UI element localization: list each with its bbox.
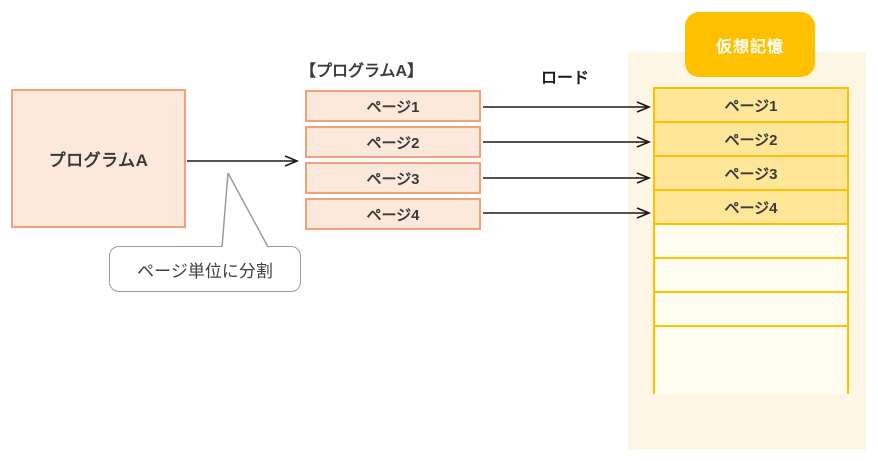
memory-cell-empty — [653, 291, 849, 327]
virtual-memory-header: 仮想記憶 — [685, 12, 815, 77]
memory-cell-empty-open — [653, 359, 849, 394]
page-box-label: ページ3 — [366, 170, 420, 188]
page-box-label: ページ4 — [366, 206, 420, 224]
virtual-memory-title: 仮想記憶 — [715, 38, 784, 56]
memory-cell-page2: ページ2 — [653, 121, 849, 157]
program-pages-title: 【プログラムA】 — [300, 63, 424, 80]
page-box-4: ページ4 — [305, 198, 481, 230]
page-box-label: ページ1 — [366, 98, 420, 116]
memory-cell-page4: ページ4 — [653, 189, 849, 225]
split-callout-bubble: ページ単位に分割 — [109, 246, 301, 292]
program-a-label: プログラムA — [48, 151, 149, 170]
memory-cell-empty — [653, 325, 849, 361]
load-label: ロード — [540, 70, 589, 87]
memory-cell-label: ページ3 — [724, 165, 778, 183]
callout-tail-right-edge — [227, 172, 269, 248]
memory-cell-label: ページ2 — [724, 131, 778, 149]
memory-cell-label: ページ4 — [724, 199, 778, 217]
memory-cell-page1: ページ1 — [653, 87, 849, 123]
page-box-label: ページ2 — [366, 134, 420, 152]
page-box-3: ページ3 — [305, 162, 481, 194]
virtual-memory-table: ページ1 ページ2 ページ3 ページ4 — [653, 87, 849, 394]
split-callout-label: ページ単位に分割 — [137, 261, 273, 281]
memory-cell-page3: ページ3 — [653, 155, 849, 191]
memory-cell-empty — [653, 223, 849, 259]
memory-cell-label: ページ1 — [724, 97, 778, 115]
page-box-1: ページ1 — [305, 90, 481, 122]
page-box-2: ページ2 — [305, 126, 481, 158]
memory-cell-empty — [653, 257, 849, 293]
callout-tail-left-edge — [221, 172, 229, 248]
callout-tail-fill — [222, 173, 268, 248]
program-a-box: プログラムA — [11, 89, 186, 228]
